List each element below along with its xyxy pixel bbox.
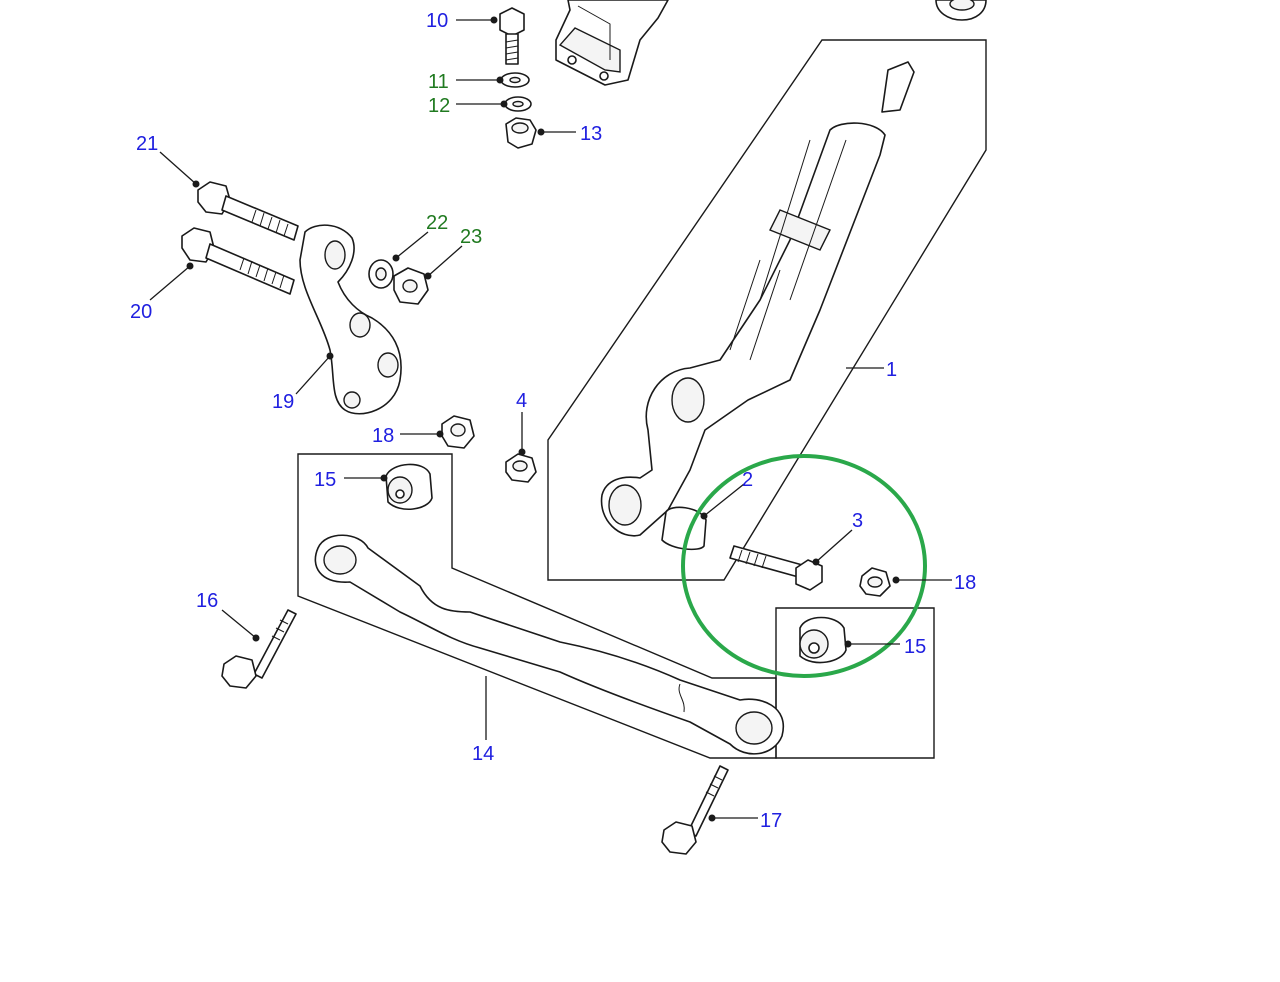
leader-lines	[149, 16, 952, 822]
callout-15-left: 15	[314, 469, 336, 491]
callout-10: 10	[426, 10, 448, 32]
link-box-14	[297, 453, 777, 759]
bolt-17	[661, 765, 729, 855]
callout-2: 2	[742, 469, 753, 491]
lower-link-14	[314, 534, 785, 755]
callout-4: 4	[516, 390, 527, 412]
callout-20: 20	[130, 301, 152, 323]
nut-18-right	[859, 567, 891, 597]
nut-4	[505, 453, 537, 483]
top-right-washer	[935, 0, 987, 21]
assembly-box-1	[547, 39, 987, 581]
highlight-circle	[681, 454, 927, 678]
callout-16: 16	[196, 590, 218, 612]
washer-12	[504, 96, 532, 112]
callout-12: 12	[428, 95, 450, 117]
callout-17: 17	[760, 810, 782, 832]
bolt-16	[221, 609, 297, 689]
bolt-21	[197, 181, 299, 241]
bolt-10	[499, 7, 525, 65]
link-bracket-19	[299, 224, 402, 415]
callout-23: 23	[460, 226, 482, 248]
washer-22	[368, 259, 394, 289]
callout-18-left: 18	[372, 425, 394, 447]
nut-23	[393, 267, 429, 305]
callout-1: 1	[886, 359, 897, 381]
callout-15-right: 15	[904, 636, 926, 658]
callout-18-right: 18	[954, 572, 976, 594]
callout-11: 11	[428, 71, 449, 93]
callout-labels: 10 11 12 13 21 20 22 23 19 18 4 1 2 3 18…	[130, 10, 976, 832]
callout-21: 21	[136, 133, 158, 155]
nut-13	[505, 117, 537, 149]
bush-15-left	[385, 463, 433, 510]
callout-13: 13	[580, 123, 602, 145]
washer-11	[500, 72, 530, 88]
callout-3: 3	[852, 510, 863, 532]
callout-22: 22	[426, 212, 448, 234]
callout-19: 19	[272, 391, 294, 413]
bolt-20	[181, 227, 295, 295]
nut-18-left	[441, 415, 475, 449]
mounting-bracket	[555, 0, 669, 86]
callout-14: 14	[472, 743, 494, 765]
bush-15-right	[799, 616, 847, 664]
radius-arm-1	[600, 61, 915, 537]
bolt-3	[729, 545, 823, 591]
